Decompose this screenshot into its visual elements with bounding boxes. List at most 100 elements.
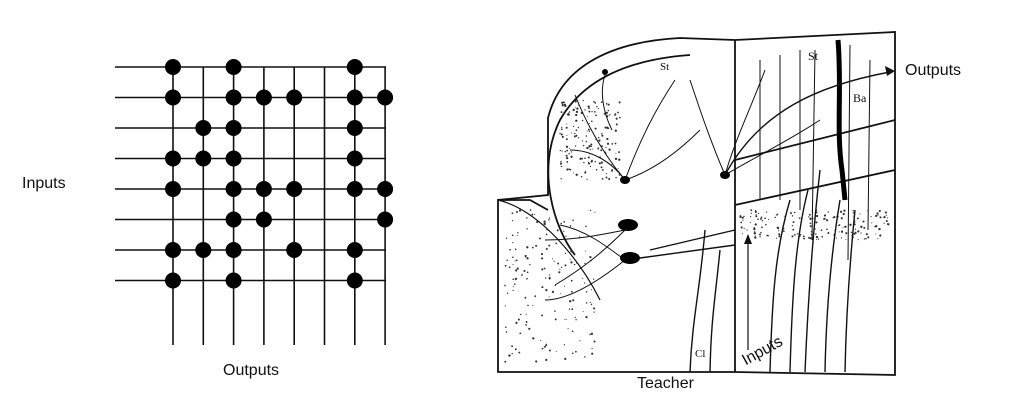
granule-dot (845, 232, 848, 235)
connection-dot (225, 211, 242, 228)
label-cl: Cl (695, 348, 705, 360)
granule-dot (878, 227, 881, 231)
granule-dot (512, 289, 514, 292)
granule-dot (775, 237, 778, 239)
granule-dot (565, 235, 567, 237)
granule-dot (511, 234, 514, 237)
granule-dot (541, 257, 544, 260)
granule-dot (823, 214, 827, 217)
granule-dot (876, 212, 879, 215)
granule-dot (595, 169, 598, 171)
granule-dot (531, 246, 534, 249)
granule-dot (854, 228, 857, 230)
granule-dot (587, 128, 590, 131)
granule-dot (605, 111, 608, 115)
granule-dot (514, 348, 517, 351)
granule-dot (750, 209, 753, 212)
granule-dot (815, 235, 819, 239)
granule-dot (596, 106, 598, 108)
granule-dot (589, 209, 592, 212)
granule-dot (856, 217, 859, 220)
granule-dot (587, 161, 590, 164)
granule-dot (548, 349, 551, 352)
granule-dot (564, 104, 567, 108)
granule-dot (879, 234, 882, 237)
granule-dot (526, 246, 529, 249)
granule-dot (512, 256, 514, 259)
granule-dot (808, 236, 810, 239)
granule-dot (562, 101, 565, 104)
granule-dot (561, 126, 563, 128)
connection-dot (255, 211, 272, 228)
granule-dot (525, 323, 527, 326)
granule-dot (541, 268, 544, 271)
granule-dot (525, 321, 528, 323)
granule-dot (532, 337, 535, 340)
granule-dot (809, 217, 812, 220)
granule-dot (572, 125, 575, 128)
granule-dot (875, 233, 877, 235)
granule-dot (589, 301, 592, 303)
granule-dot (835, 237, 838, 239)
granule-dot (554, 284, 557, 287)
granule-dot (557, 262, 560, 265)
purkinje-cell-bodies (602, 69, 730, 264)
granule-dot (803, 237, 806, 240)
granule-dot (524, 255, 527, 258)
granule-dot (506, 259, 508, 261)
granule-dot (588, 110, 591, 113)
granule-dot (600, 166, 603, 169)
granule-dot (605, 102, 608, 105)
granule-dot (574, 145, 577, 147)
granule-dot (614, 129, 617, 132)
granule-dot (590, 143, 593, 146)
granule-dot (541, 347, 544, 350)
granule-dot (857, 230, 860, 233)
granule-dot (749, 222, 751, 224)
granule-dot (515, 269, 518, 272)
connection-dot (225, 89, 242, 106)
granule-dot (791, 215, 794, 217)
granule-dot (838, 224, 841, 226)
granule-dot (543, 345, 547, 348)
granule-dot (842, 227, 844, 229)
granule-dot (740, 221, 743, 224)
granule-dot (515, 259, 518, 262)
granule-dot (554, 318, 557, 321)
granule-dot (776, 226, 779, 229)
connection-dot (165, 89, 181, 106)
granule-dot (590, 289, 592, 291)
granule-dot (519, 332, 522, 335)
granule-dot (585, 302, 588, 304)
connection-dot (165, 59, 181, 75)
granule-dot (855, 232, 857, 234)
granule-dot (614, 157, 618, 161)
granule-dot (886, 223, 888, 225)
granule-dot (588, 130, 591, 132)
outputs-label-right: Outputs (905, 62, 962, 79)
granule-dot (590, 303, 593, 306)
granule-dot (753, 227, 756, 231)
block-outline (497, 31, 896, 376)
granule-dot (558, 271, 561, 274)
granule-dot (594, 127, 597, 130)
granule-dot (765, 211, 768, 213)
granule-dot (581, 119, 584, 122)
granule-dot (565, 319, 567, 321)
fibers (639, 169, 856, 373)
granule-dot (808, 213, 811, 216)
granule-dot (827, 232, 830, 234)
granule-dot (535, 360, 538, 363)
granule-dot (591, 347, 593, 350)
granule-dot (560, 165, 563, 168)
granule-dot (572, 108, 575, 112)
granule-dot (609, 113, 611, 116)
connection-dot (346, 272, 363, 289)
granule-dot (615, 117, 618, 120)
granule-dot (559, 132, 561, 135)
granule-dot (561, 150, 563, 152)
granule-dot (598, 162, 601, 165)
connection-dot (377, 211, 394, 228)
granule-dot (796, 233, 799, 235)
granule-dot (840, 237, 843, 239)
